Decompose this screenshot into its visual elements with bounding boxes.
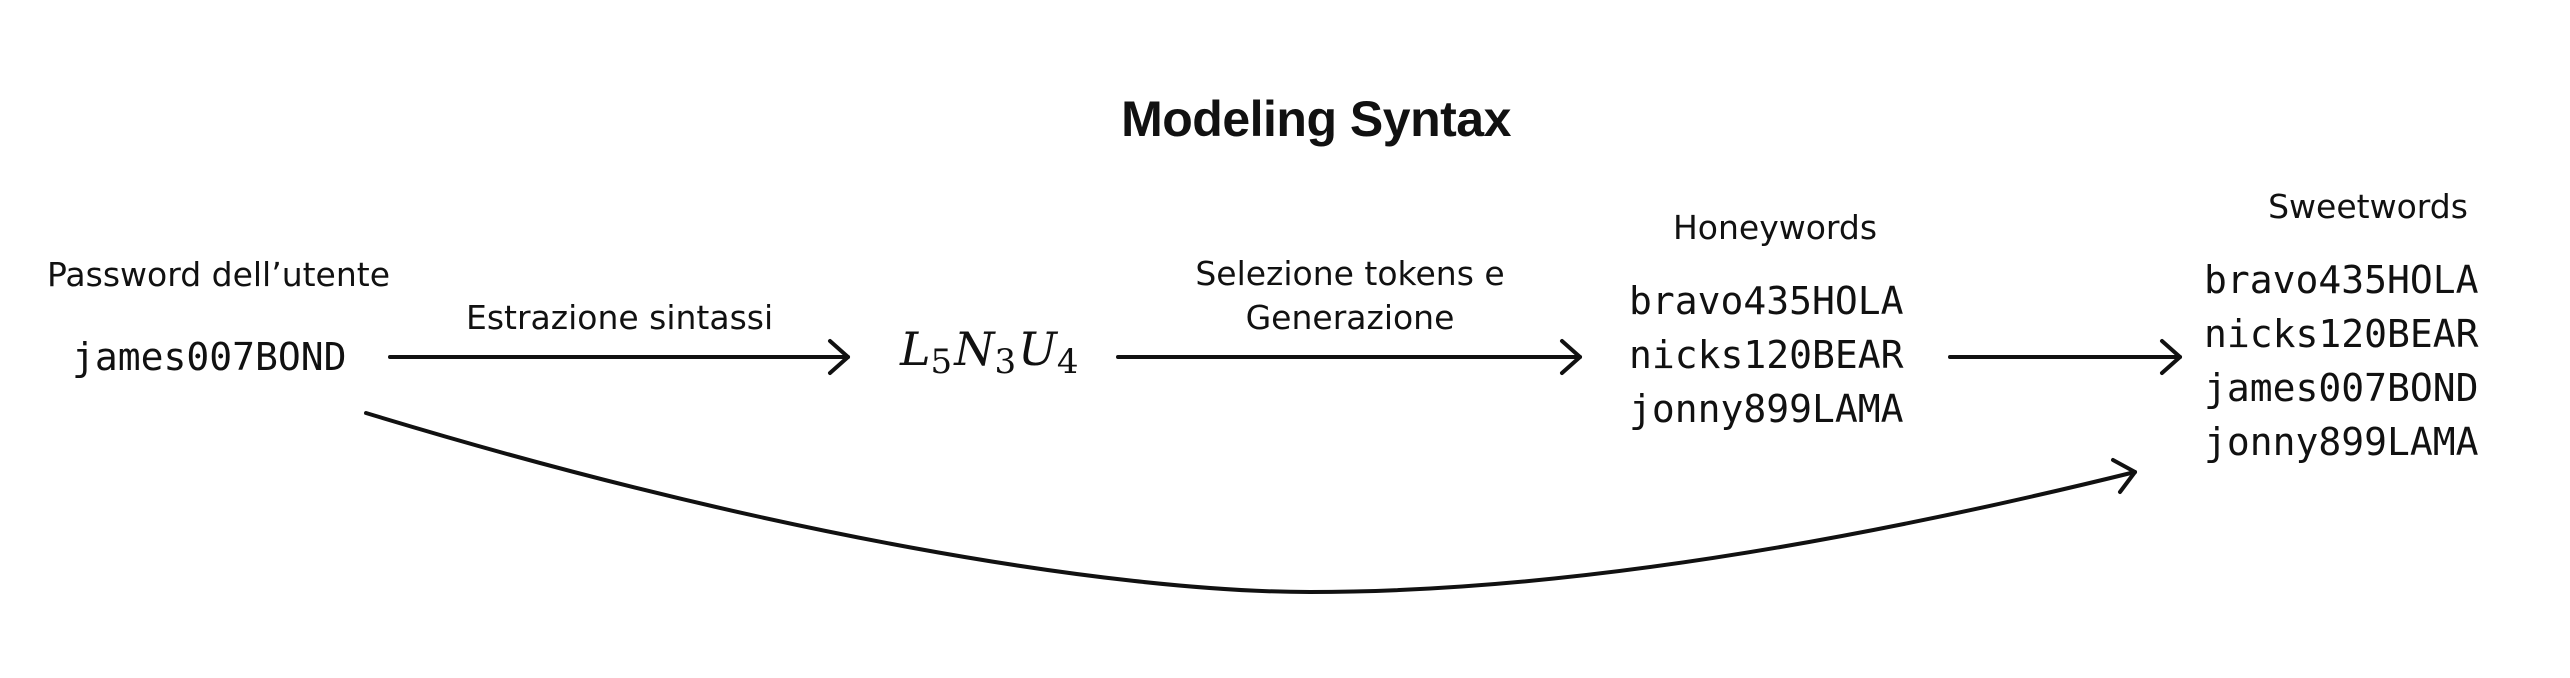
password-label: Password dell’utente [47,255,391,294]
honeyword-item: bravo435HOLA [1629,279,1904,323]
arrow-syntax-to-honeywords [1116,339,1582,375]
sweetword-item: jonny899LAMA [2204,420,2479,464]
honeywords-list: bravo435HOLA nicks120BEAR jonny899LAMA [1629,274,1904,436]
sweetwords-label: Sweetwords [2268,187,2468,226]
sweetword-item: bravo435HOLA [2204,258,2479,302]
user-password: james007BOND [72,335,347,379]
arrow-password-to-sweetwords-curve [364,411,2137,594]
sweetwords-list: bravo435HOLA nicks120BEAR james007BOND j… [2204,253,2479,469]
syntax-token-count: 3 [994,342,1017,382]
syntax-formula: L5N3U4 [900,322,1081,382]
step-selection-line1: Selezione tokens e [1195,254,1505,293]
arrow-password-to-syntax [388,339,850,375]
step-extract-syntax-label: Estrazione sintassi [466,298,774,337]
syntax-token-count: 5 [930,342,953,382]
honeyword-item: jonny899LAMA [1629,387,1904,431]
diagram-title: Modeling Syntax [1121,91,1511,147]
sweetword-item: james007BOND [2204,366,2479,410]
syntax-token-letter: N [954,322,995,376]
step-selection-line2: Generazione [1245,298,1455,337]
syntax-token-count: 4 [1056,342,1079,382]
honeywords-label: Honeywords [1672,208,1878,247]
step-selection-generation-label: Selezione tokens e Generazione [1150,252,1550,340]
honeyword-item: nicks120BEAR [1629,333,1904,377]
syntax-token-letter: U [1018,322,1057,376]
arrow-honeywords-to-sweetwords [1948,339,2182,375]
sweetword-item: nicks120BEAR [2204,312,2479,356]
syntax-token-letter: L [900,322,931,376]
